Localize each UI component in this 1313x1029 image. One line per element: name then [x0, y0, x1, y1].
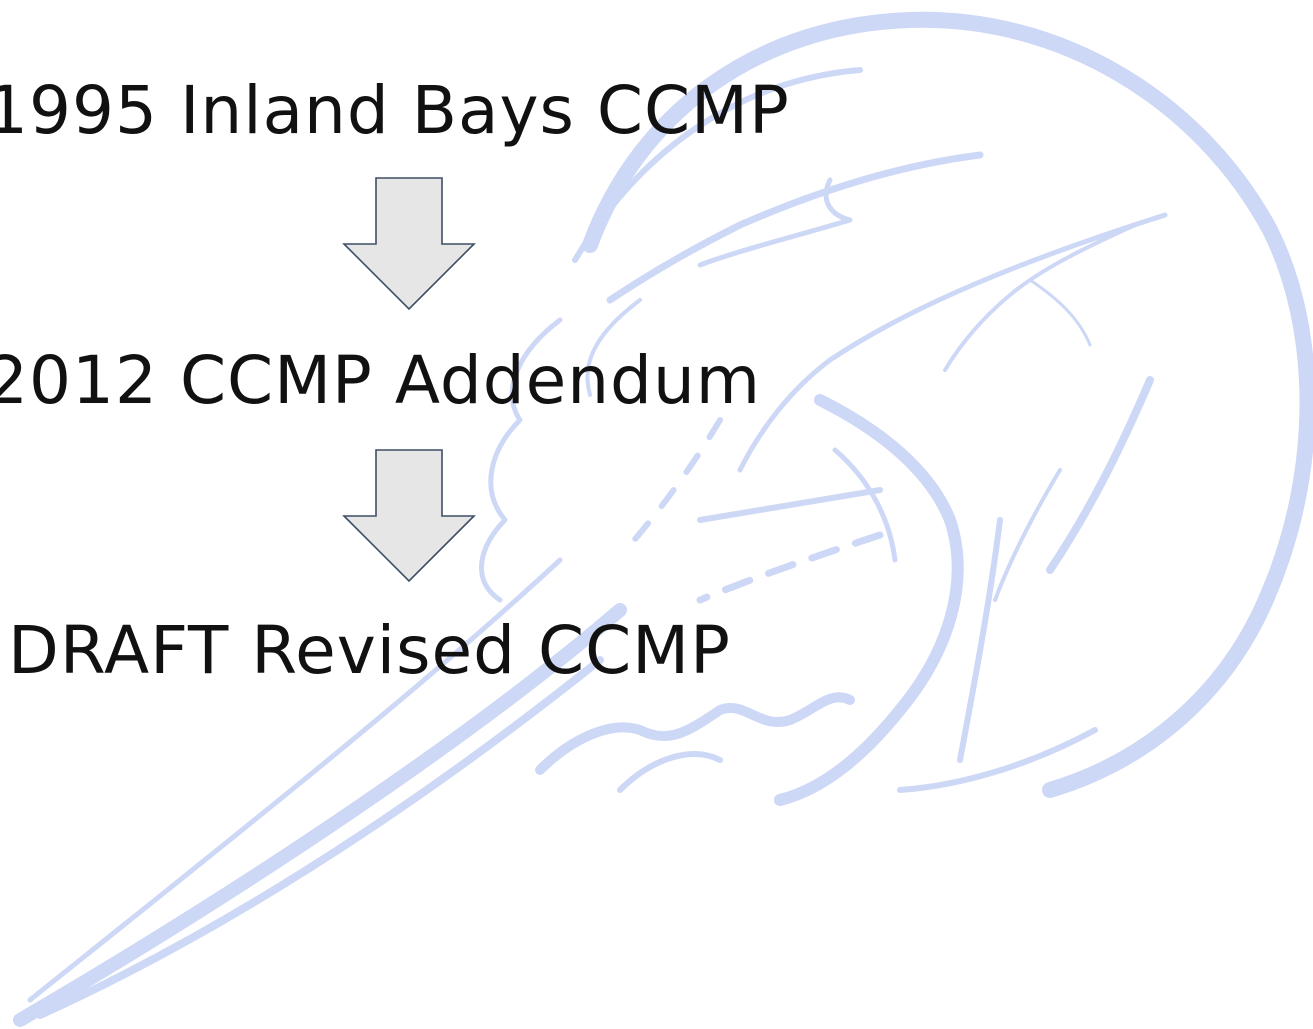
step-label-draft: DRAFT Revised CCMP — [8, 612, 731, 689]
down-arrow-icon — [342, 449, 476, 583]
down-arrow-icon — [342, 177, 476, 311]
step-label-1995: 1995 Inland Bays CCMP — [0, 72, 790, 149]
step-label-2012: 2012 CCMP Addendum — [0, 342, 762, 419]
